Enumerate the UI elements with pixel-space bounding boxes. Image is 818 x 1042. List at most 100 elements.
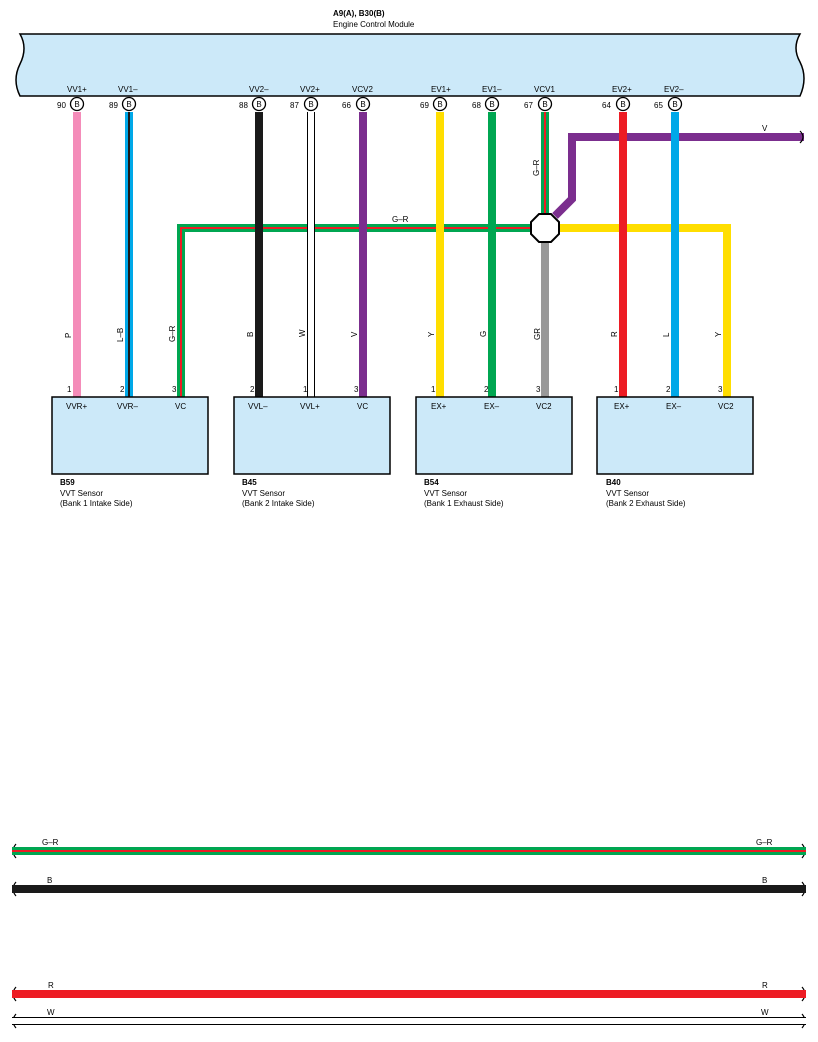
terminal-num: 3 [718,385,723,394]
label-gr-vcv1: G–R [532,159,541,176]
pin-label-vv1m: VV1– [118,85,138,94]
pin-num-69: 69 [420,101,429,110]
pin-label-ev2p: EV2+ [612,85,632,94]
pin-connector-icon: B [251,96,267,112]
legend-label-right: B [762,876,767,885]
terminal-num: 2 [666,385,671,394]
svg-text:B: B [308,100,313,109]
sensor-b45: 2 1 3 VVL– VVL+ VC B45 VVT Sensor (Bank … [233,385,391,508]
pin-connector-icon: B [121,96,137,112]
legend-label-left: W [47,1008,55,1017]
pin-num-90: 90 [57,101,66,110]
ecm-code: A9(A), B30(B) [333,9,385,18]
terminal-label: EX+ [431,402,447,411]
legend-label-right: R [762,981,768,990]
pin-num-66: 66 [342,101,351,110]
terminal-num: 3 [172,385,177,394]
terminal-label: VC2 [536,402,552,411]
label-y1: Y [427,331,436,337]
terminal-label: VVL– [248,402,268,411]
label-b: B [246,332,255,337]
splice-junction [530,213,560,243]
ecm-pin-circles: B B B B B B B B B B [69,96,683,112]
terminal-label: EX– [666,402,682,411]
pin-connector-icon: B [432,96,448,112]
legend-label-left: B [47,876,52,885]
terminal-num: 3 [536,385,541,394]
label-r: R [610,331,619,337]
ecm-pin-numbers: 90 89 88 87 66 69 68 67 64 65 [57,101,663,110]
ecm-module-body [15,33,805,97]
wire-color-labels: P L–B G–R B W V Y G GR R L Y G–R G–R V [64,124,768,342]
terminal-label: VC2 [718,402,734,411]
legend-label-left: G–R [42,838,59,847]
sensor-side: (Bank 2 Intake Side) [242,499,315,508]
label-gr: G–R [168,325,177,342]
pin-connector-icon: B [537,96,553,112]
terminal-label: VC [175,402,186,411]
terminal-num: 2 [484,385,489,394]
terminal-num: 2 [250,385,255,394]
pin-label-vv2p: VV2+ [300,85,320,94]
legend-wire-w: W W [12,1008,806,1029]
pin-label-vv1p: VV1+ [67,85,87,94]
terminal-num: 1 [614,385,619,394]
label-v: V [350,331,359,337]
terminal-num: 3 [354,385,359,394]
label-w: W [298,329,307,337]
pin-num-88: 88 [239,101,248,110]
sensor-side: (Bank 1 Intake Side) [60,499,133,508]
pin-label-ev2m: EV2– [664,85,684,94]
pin-label-vv2m: VV2– [249,85,269,94]
pin-connector-icon: B [615,96,631,112]
ecm-name: Engine Control Module [333,20,415,29]
svg-text:B: B [620,100,625,109]
sensor-side: (Bank 2 Exhaust Side) [606,499,686,508]
terminal-label: EX+ [614,402,630,411]
terminal-label: VVL+ [300,402,320,411]
pin-connector-icon: B [667,96,683,112]
svg-text:B: B [126,100,131,109]
sensor-code: B45 [242,478,257,487]
terminal-num: 2 [120,385,125,394]
pin-label-ev1m: EV1– [482,85,502,94]
legend-label-right: W [761,1008,769,1017]
terminal-label: VVR– [117,402,138,411]
wire-v-right [552,133,804,219]
label-g: G [479,331,488,337]
svg-text:B: B [360,100,365,109]
pin-num-68: 68 [472,101,481,110]
pin-connector-icon: B [303,96,319,112]
sensor-name: VVT Sensor [424,489,467,498]
legend-wire-r: R R [12,981,806,1002]
sensor-name: VVT Sensor [606,489,649,498]
wire-v-break-mark [799,130,804,144]
svg-text:B: B [489,100,494,109]
pin-label-vcv2: VCV2 [352,85,373,94]
pin-num-67: 67 [524,101,533,110]
sensor-b59: 1 2 3 VVR+ VVR– VC B59 VVT Sensor (Bank … [51,385,209,508]
pin-label-ev1p: EV1+ [431,85,451,94]
sensor-code: B40 [606,478,621,487]
pin-num-64: 64 [602,101,611,110]
wire-gr-bus [177,224,545,397]
label-lb: L–B [116,328,125,342]
sensor-name: VVT Sensor [242,489,285,498]
label-gray: GR [533,328,542,340]
legend-wire-b: B B [12,876,806,897]
label-y2: Y [714,331,723,337]
pin-num-89: 89 [109,101,118,110]
pin-connector-icon: B [484,96,500,112]
label-gr-bus: G–R [392,215,409,224]
pin-connector-icon: B [355,96,371,112]
pin-num-87: 87 [290,101,299,110]
sensor-side: (Bank 1 Exhaust Side) [424,499,504,508]
sensor-code: B54 [424,478,439,487]
svg-text:B: B [256,100,261,109]
legend-label-right: G–R [756,838,773,847]
legend-wire-gr: G–R G–R [12,838,806,859]
terminal-num: 1 [431,385,436,394]
pin-num-65: 65 [654,101,663,110]
pin-label-vcv1: VCV1 [534,85,555,94]
